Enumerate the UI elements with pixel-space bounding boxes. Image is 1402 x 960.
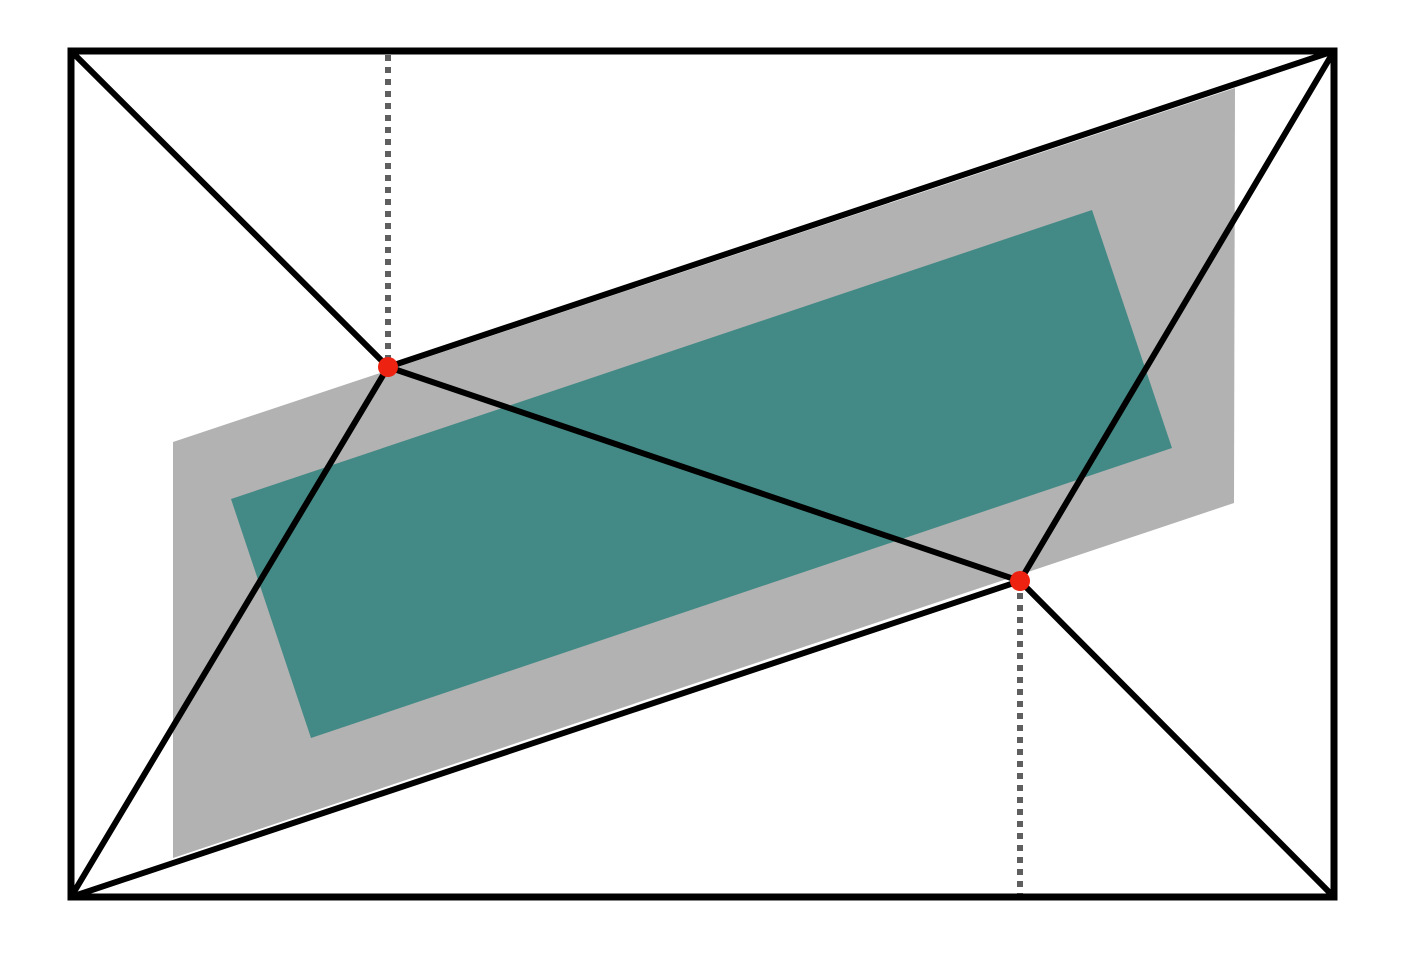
line-bottomleft-to-p2	[68, 578, 1023, 900]
line-bottomleft-to-p1	[68, 364, 391, 900]
intersection-point-2	[1010, 571, 1030, 591]
construction-lines	[68, 48, 1337, 900]
line-p1-to-topright	[385, 48, 1337, 370]
outer-frame	[67, 47, 1338, 901]
line-p2-to-bottomright	[1017, 578, 1337, 900]
line-p1-to-p2	[385, 364, 1023, 584]
intersection-point-1	[378, 357, 398, 377]
line-p2-to-topright	[1017, 48, 1337, 584]
line-topleft-to-p1	[68, 48, 391, 370]
